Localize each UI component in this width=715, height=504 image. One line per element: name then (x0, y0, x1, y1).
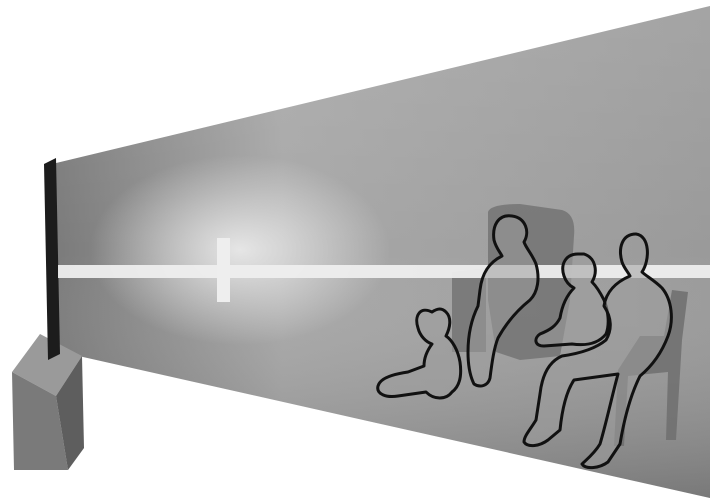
axis-marker (217, 238, 230, 302)
beam-center-glow (90, 155, 390, 345)
axis-line (58, 265, 710, 278)
